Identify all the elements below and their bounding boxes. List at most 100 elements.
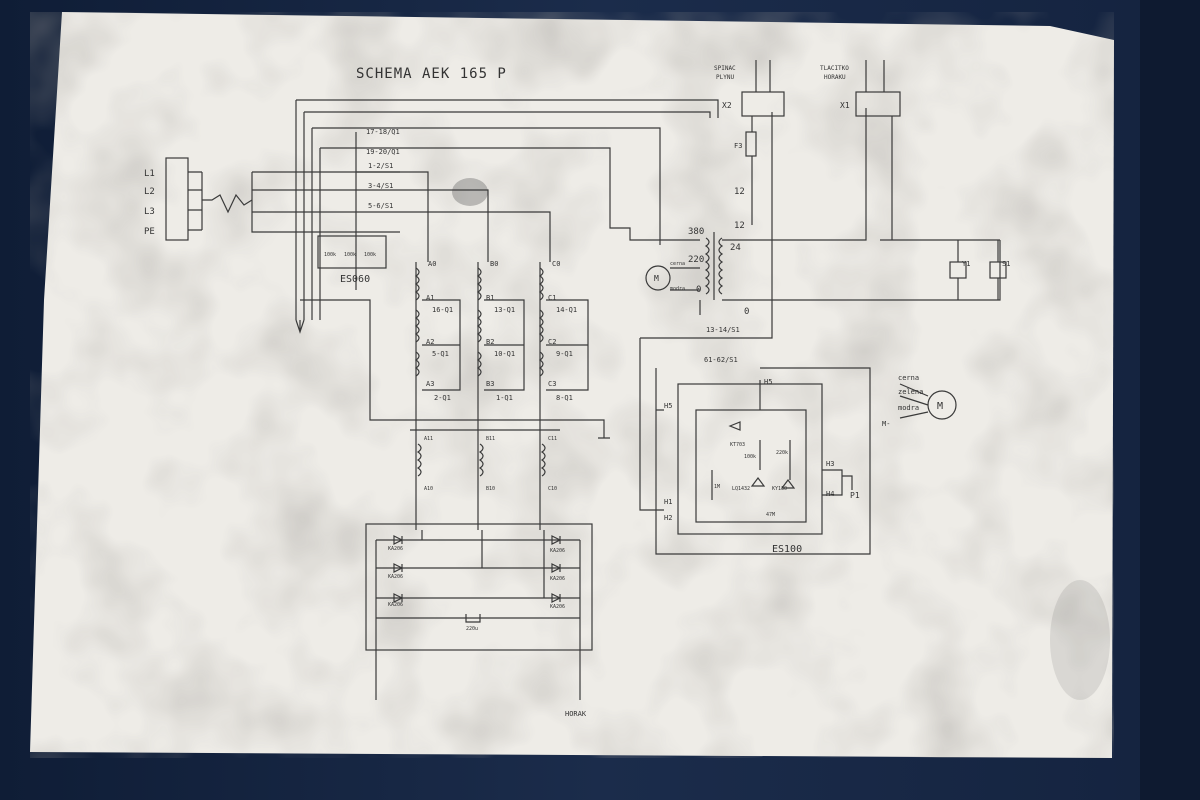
tlacitko-label: TLACITKO (820, 65, 849, 72)
switch-label: 19-20/Q1 (366, 148, 400, 156)
mains-label-pe: PE (144, 227, 155, 237)
tap-switch-label: 1-Q1 (496, 394, 513, 402)
tap-switch-label: 10-Q1 (494, 350, 515, 358)
tap-label: A1 (426, 294, 434, 302)
switch-label: 3-4/S1 (368, 182, 393, 190)
tap-switch-label: 16-Q1 (432, 306, 453, 314)
ground-junction (295, 299, 610, 439)
tap-column-c (539, 262, 589, 410)
tap-column-b (477, 262, 525, 410)
x2-terminal (741, 91, 785, 117)
tap-switch-label: 13-Q1 (494, 306, 515, 314)
x1-terminal (855, 91, 901, 117)
secondary-coil-a (416, 443, 422, 477)
inductor-label: 220u (466, 626, 478, 632)
top-right-wires (751, 60, 893, 240)
tap-label: A3 (426, 380, 434, 388)
es100-box (677, 383, 823, 535)
tap-label: A2 (426, 338, 434, 346)
transformer-12b: 12 (734, 221, 745, 231)
p1-label: P1 (850, 491, 860, 500)
motor-wire-label: modra (898, 404, 919, 412)
smudge (1050, 580, 1110, 700)
h3-label: H3 (826, 460, 834, 468)
tap-label: C2 (548, 338, 556, 346)
es060-resistor: 100k (344, 252, 356, 258)
es060-resistor: 100k (324, 252, 336, 258)
tap-coil-c (538, 267, 544, 377)
tap-column-a (415, 262, 461, 410)
es060-label: ES060 (340, 274, 370, 285)
switch-label: 17-18/Q1 (366, 128, 400, 136)
secondary-top-label: A11 (424, 436, 433, 442)
tap-top-c: C0 (552, 260, 560, 268)
tap-label: C3 (548, 380, 556, 388)
diode-label: KA206 (388, 574, 403, 580)
tap-coil-a (414, 267, 420, 377)
h2-label: H2 (664, 514, 672, 522)
transformer-380: 380 (688, 227, 704, 237)
diode-label: KA206 (550, 576, 565, 582)
y1-label: Y1 (962, 260, 970, 268)
component-label: 47M (766, 512, 775, 518)
tap-switch-label: 9-Q1 (556, 350, 573, 358)
spinac-label: SPINAC (714, 65, 736, 72)
schematic-title: SCHEMA AEK 165 P (356, 66, 507, 82)
tap-switch-label: 14-Q1 (556, 306, 577, 314)
component-label: KT703 (730, 442, 745, 448)
diode (393, 535, 562, 603)
smudge (452, 178, 488, 206)
component-label: 220k (776, 450, 788, 456)
horak-label: HORAK (565, 710, 587, 718)
tap-top-a: A0 (428, 260, 436, 268)
f3-label: F3 (734, 142, 742, 150)
paper-grime (30, 12, 1114, 758)
es060-resistor: 100k (364, 252, 376, 258)
x2-label: X2 (722, 101, 732, 110)
transformer-0b: 0 (744, 307, 749, 317)
fan-motor-label: M (654, 274, 659, 283)
mains-label-l1: L1 (144, 169, 155, 179)
h5-label: H5 (764, 378, 772, 386)
tap-top-b: B0 (490, 260, 498, 268)
motor-wires (899, 383, 929, 419)
diode-label: KA206 (550, 548, 565, 554)
secondary-top-label: B11 (486, 436, 495, 442)
m-minus-label: M- (882, 420, 890, 428)
fuse-f3 (745, 131, 757, 157)
switch-label: 5-6/S1 (368, 202, 393, 210)
component-label: 1M (714, 484, 720, 490)
component-label: KY130 (772, 486, 787, 492)
transformer-220: 220 (688, 255, 704, 265)
motor-wire-label: cerna (898, 374, 919, 382)
tap-switch-label: 8-Q1 (556, 394, 573, 402)
switch-13-14-label: 13-14/S1 (706, 326, 740, 334)
transformer-24: 24 (730, 243, 741, 253)
x1-label: X1 (840, 101, 850, 110)
rectifier-wires (375, 530, 581, 700)
component-label: LQ1432 (732, 486, 750, 492)
inductor (465, 614, 481, 623)
h1-label: H1 (664, 498, 672, 506)
spinac-label-2: PLYNU (716, 74, 734, 81)
tap-label: C1 (548, 294, 556, 302)
tap-label: B3 (486, 380, 494, 388)
transformer-12a: 12 (734, 187, 745, 197)
switch-61-62-label: 61-62/S1 (704, 356, 738, 364)
motor-wire-label: zelena (898, 388, 923, 396)
es100-label: ES100 (772, 544, 802, 555)
relay-wires (957, 240, 999, 300)
tap-label: B1 (486, 294, 494, 302)
right-edge-shadow (1140, 0, 1200, 800)
neutral-bus (410, 410, 560, 530)
secondary-bottom-label: A10 (424, 486, 433, 492)
tap-coil-b (476, 267, 482, 377)
transformer-modra: modra (670, 286, 685, 292)
h4-label: H4 (826, 490, 834, 498)
component-label: 100k (744, 454, 756, 460)
tap-label: B2 (486, 338, 494, 346)
diode-label: KA206 (388, 546, 403, 552)
rectifier-box (365, 523, 593, 651)
mains-label-l2: L2 (144, 187, 155, 197)
